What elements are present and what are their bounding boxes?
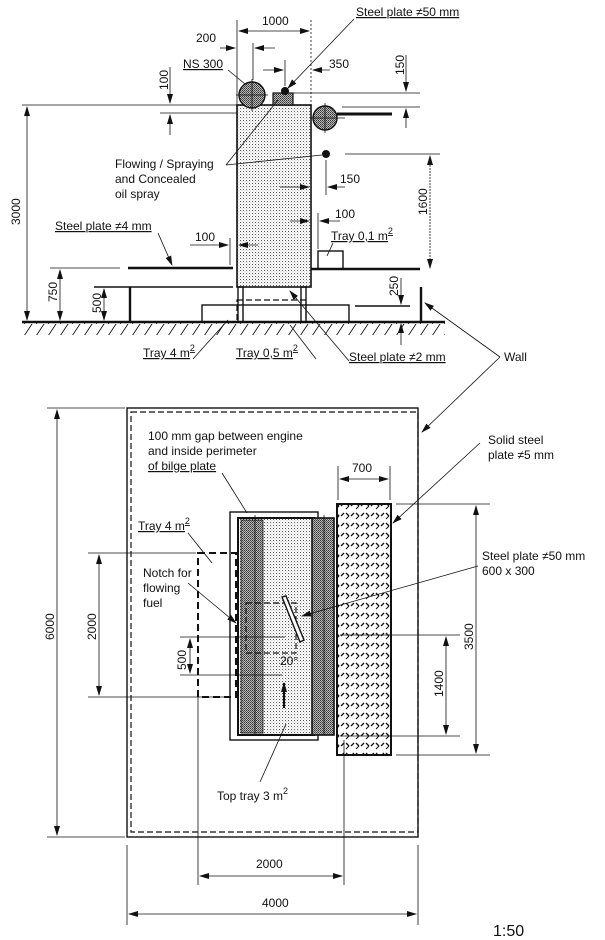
steel-plate-4-label: Steel plate ≠4 mm [55, 219, 152, 233]
notch-label-1: Notch for [143, 566, 192, 580]
top-steel-plate [272, 92, 294, 106]
dim-150-spray: 150 [340, 172, 360, 186]
tray-0-5-label: Tray 0,5 m2 [236, 343, 298, 360]
dim-500-notch: 500 [175, 650, 189, 670]
solid-plate-label-1: Solid steel [488, 433, 543, 447]
tray-0-1m2 [317, 250, 344, 270]
gap-label-2: and inside perimeter [148, 444, 257, 458]
ground-hatch [22, 323, 445, 335]
plate50-label-2: 600 x 300 [482, 564, 535, 578]
solid-plate-label-2: plate ≠5 mm [488, 448, 554, 462]
dim-3500: 3500 [462, 623, 476, 650]
dim-200: 200 [196, 31, 216, 45]
dim-6000: 6000 [43, 613, 57, 640]
elevation-view: 1000 200 NS 300 350 100 150 Steel plate … [9, 5, 527, 433]
angle-label: 20° [280, 654, 298, 668]
engine-side-left [240, 519, 264, 734]
plan-view: 20° 6000 2000 500 700 3500 1400 [43, 407, 585, 925]
tray-0-5m2-elevation [236, 299, 307, 323]
engine-side-right [311, 517, 335, 736]
wall-label: Wall [504, 350, 527, 364]
dim-250: 250 [387, 276, 401, 296]
tray-4-label-plan: Tray 4 m2 [138, 516, 190, 533]
notch-label-2: flowing [143, 581, 180, 595]
scale-label: 1:50 [493, 923, 524, 940]
flowing-label-1: Flowing / Spraying [115, 157, 214, 171]
dim-3000: 3000 [9, 198, 23, 225]
flowing-label-3: oil spray [115, 187, 160, 201]
dim-100-tray: 100 [335, 207, 355, 221]
dim-750: 750 [46, 282, 60, 302]
wall-perimeter [130, 411, 419, 833]
top-tray-label: Top tray 3 m2 [217, 786, 288, 803]
engine-block [236, 104, 312, 288]
dim-2000-vertical: 2000 [85, 613, 99, 640]
dim-4000: 4000 [262, 896, 289, 910]
steel-plate-2-label: Steel plate ≠2 mm [349, 350, 446, 364]
dim-1000: 1000 [262, 14, 289, 28]
tray-4m2-elevation [201, 304, 350, 323]
gap-label-1: 100 mm gap between engine [148, 429, 303, 443]
spray-nozzle-top [281, 87, 289, 95]
pipe-label: NS 300 [183, 57, 223, 71]
angled-steel-plate [281, 595, 305, 643]
tray-4-label-elevation: Tray 4 m2 [143, 343, 195, 360]
tray-0-1-label: Tray 0,1 m2 [331, 226, 393, 243]
dim-100-plate: 100 [195, 230, 215, 244]
spray-nozzle-side [322, 150, 330, 158]
dim-1600: 1600 [416, 188, 430, 215]
dim-2000-horizontal: 2000 [256, 857, 283, 871]
dim-700: 700 [352, 461, 372, 475]
dim-150-top: 150 [393, 55, 407, 75]
dim-1400: 1400 [432, 670, 446, 697]
dim-350: 350 [329, 57, 349, 71]
dim-500: 500 [90, 293, 104, 313]
notch-label-3: fuel [143, 596, 162, 610]
dim-100-pipe: 100 [157, 70, 171, 90]
solid-steel-plate [336, 503, 392, 756]
steel-plate-50-label: Steel plate ≠50 mm [356, 5, 459, 19]
gap-label-3: of bilge plate [148, 459, 216, 473]
flowing-label-2: and Concealed [115, 172, 196, 186]
plate50-label-1: Steel plate ≠50 mm [482, 549, 585, 563]
